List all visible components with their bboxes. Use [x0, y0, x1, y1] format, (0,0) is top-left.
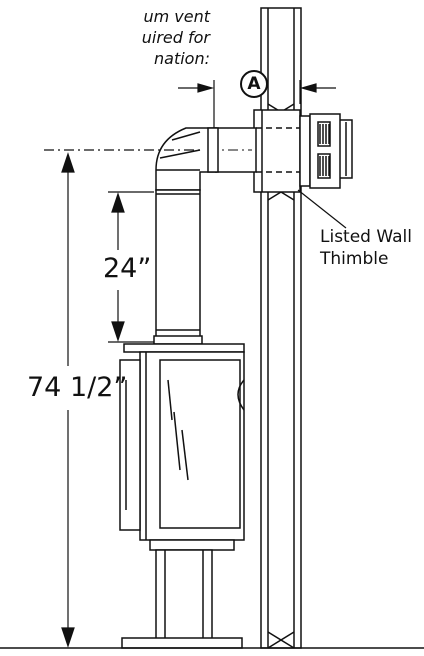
rise-dimension — [108, 191, 154, 343]
vent-termination-cap — [309, 113, 353, 189]
vertical-vent-pipe — [153, 189, 203, 345]
wall-thimble-label-line-2: Thimble — [320, 249, 389, 269]
wall-thimble-label: Listed Wall Thimble — [320, 226, 412, 270]
rise-dimension-label: 24” — [103, 253, 152, 284]
wall-thimble-label-line-1: Listed Wall — [320, 227, 412, 247]
total-height-dimension — [44, 149, 200, 648]
wall-thimble — [253, 109, 311, 193]
stove — [119, 343, 245, 649]
wall-framing — [260, 7, 302, 649]
vent-note-line-1: um vent — [143, 7, 210, 26]
horizontal-vent-pipe — [208, 127, 300, 173]
vent-note: um vent uired for nation: — [0, 6, 210, 69]
vent-note-line-2: uired for — [141, 28, 210, 47]
total-height-dimension-label: 74 1/2” — [27, 372, 128, 403]
thimble-callout-leader — [297, 189, 347, 229]
vent-note-line-3: nation: — [154, 49, 210, 68]
dimension-a-marker: A — [240, 70, 268, 98]
vent-elbow — [155, 127, 219, 191]
dimension-a — [178, 80, 336, 128]
